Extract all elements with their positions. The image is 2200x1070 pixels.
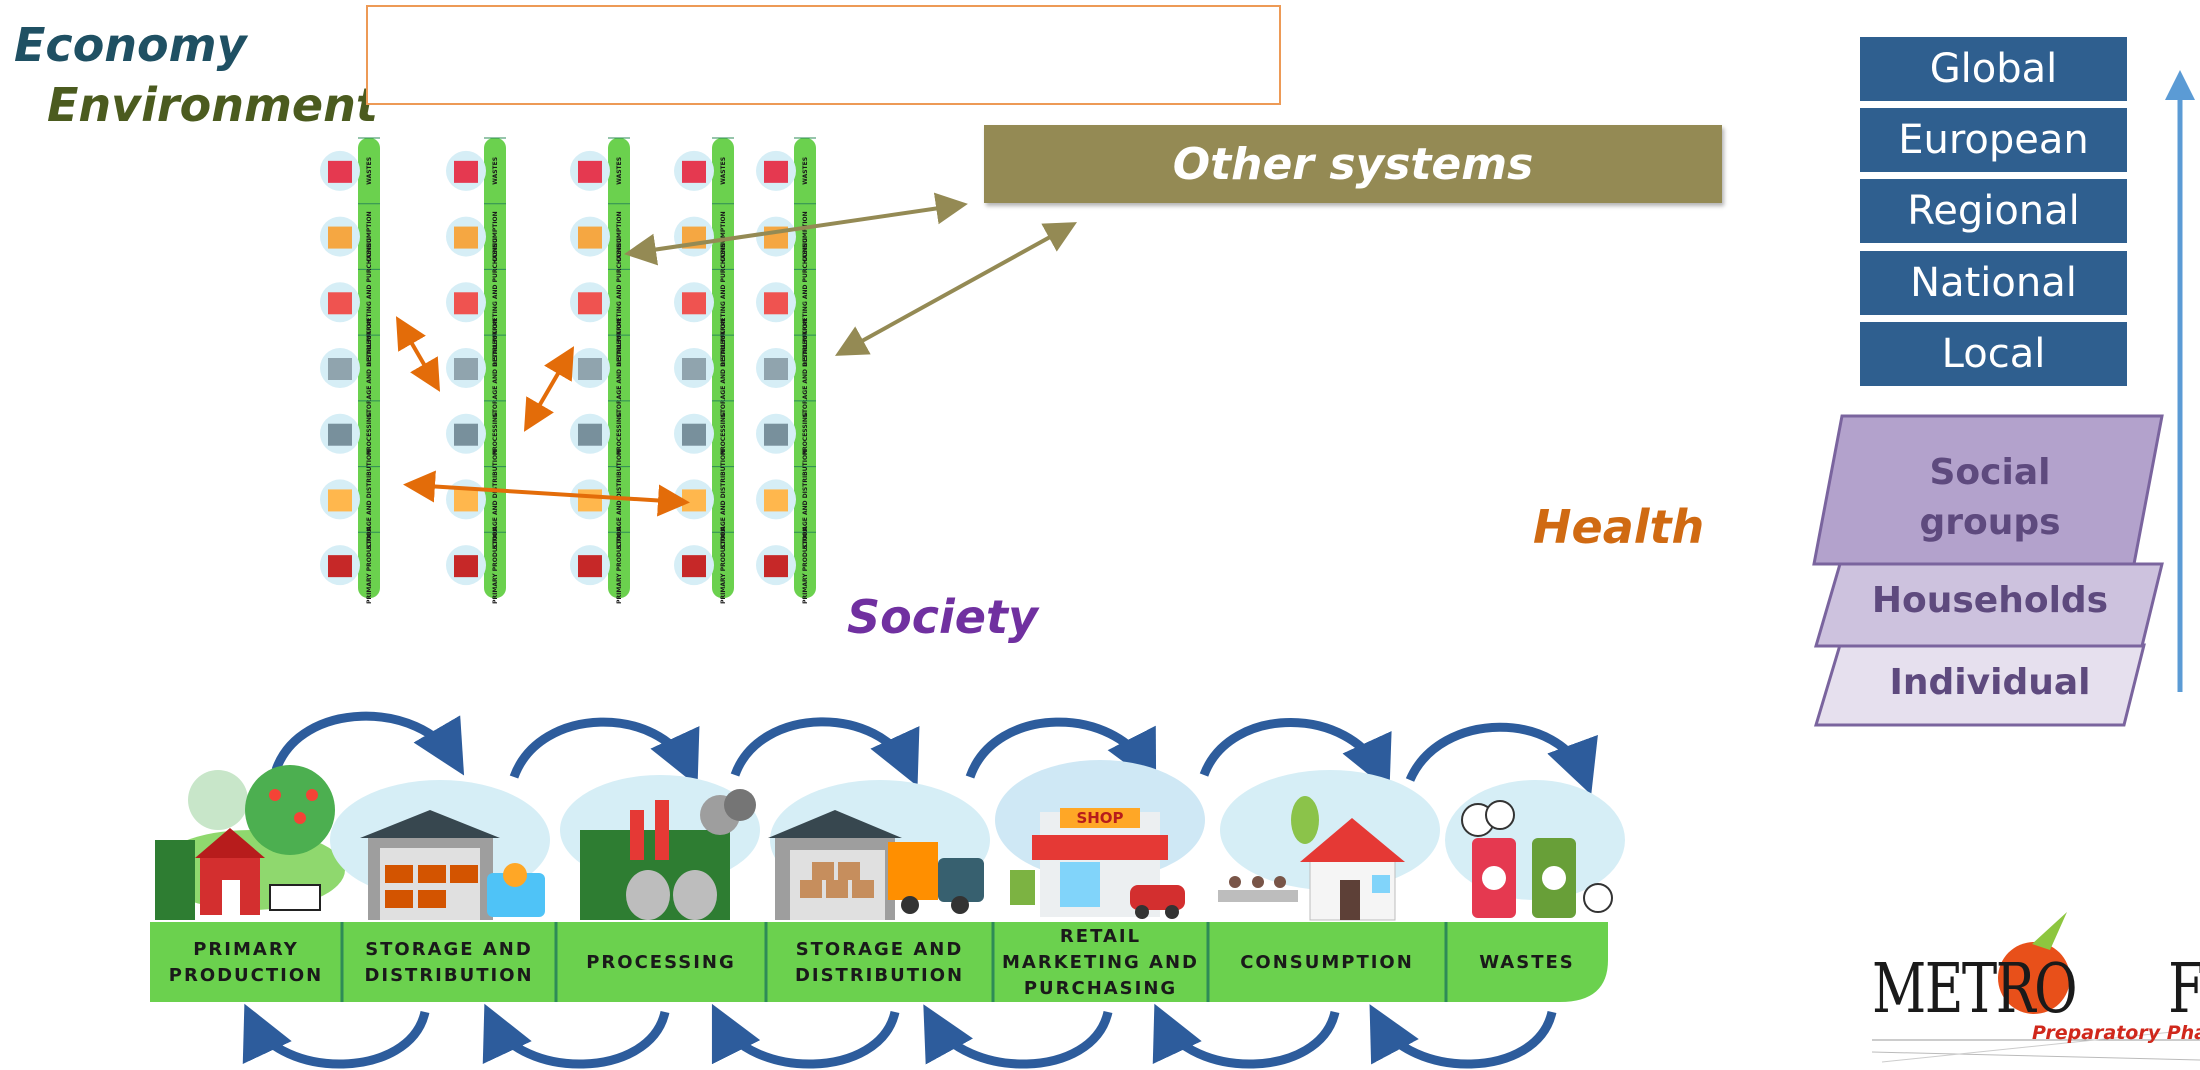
column-stage-label: WASTES xyxy=(366,157,373,185)
column-stage-label: CONSUMPTION xyxy=(616,211,623,262)
retail-illustration: SHOP xyxy=(995,760,1205,919)
scale-label: Local xyxy=(1941,331,2046,377)
column-stage-label: PRIMARY PRODUCTION xyxy=(492,526,499,603)
column-stage-label: STORAGE AND DISTRIBUTION xyxy=(802,450,809,549)
column-stage-label: STORAGE AND DISTRIBUTION xyxy=(720,450,727,549)
shop-sign-text: SHOP xyxy=(1076,809,1123,827)
social-groups-shape xyxy=(1812,414,2164,566)
column-stage-label: CONSUMPTION xyxy=(492,211,499,262)
other-systems-label: Other systems xyxy=(1172,138,1534,190)
stage-label: PROCESSING xyxy=(586,952,736,973)
flow-arrow-bottom-4 xyxy=(923,1004,1113,1069)
society-label: Society xyxy=(847,590,1038,644)
column-stage-label: PRIMARY PRODUCTION xyxy=(802,526,809,603)
logo-text-right: FOOD xyxy=(2168,950,2200,1029)
flow-arrow-top-5 xyxy=(1199,718,1392,792)
stage-label: WASTES xyxy=(1479,952,1574,973)
scale-label: Regional xyxy=(1907,188,2080,234)
column-stage-label: STORAGE AND DISTRIBUTION xyxy=(366,319,373,418)
flow-arrow-top-1 xyxy=(271,711,465,776)
column-stage-label: WASTES xyxy=(802,157,809,185)
scale-box-local: Local xyxy=(1860,322,2127,386)
metrofood-logo: METRO FOOD Preparatory Phase xyxy=(1872,912,2200,1070)
column-stage-label: CONSUMPTION xyxy=(366,211,373,262)
social-groups-label: Social groups xyxy=(1919,452,2061,543)
column-stage-label: PRIMARY PRODUCTION xyxy=(616,526,623,603)
flow-arrow-bottom-1 xyxy=(242,1003,430,1069)
logo-subtitle: Preparatory Phase xyxy=(2032,1022,2200,1044)
column-stage-label: PROCESSING xyxy=(492,412,499,455)
column-stage-label: STORAGE AND DISTRIBUTION xyxy=(802,319,809,418)
logo-wordmark: METRO FOOD xyxy=(1872,950,2200,1029)
scale-label: National xyxy=(1910,260,2077,306)
column-stage-label: STORAGE AND DISTRIBUTION xyxy=(366,450,373,549)
individual-label: Individual xyxy=(1889,662,2091,703)
column-stage-label: STORAGE AND DISTRIBUTION xyxy=(720,319,727,418)
scale-label: European xyxy=(1898,117,2089,163)
scale-box-national: National xyxy=(1860,251,2127,315)
scale-label: Global xyxy=(1929,46,2058,92)
supply-chain-banner xyxy=(150,922,1608,1002)
storage-distribution-illustration-2 xyxy=(768,780,990,920)
column-stage-label: RETAIL MARKETING AND PURCHASING xyxy=(366,238,373,367)
stage-label: CONSUMPTION xyxy=(1240,952,1414,973)
processing-illustration xyxy=(560,775,760,920)
environment-label: Environment xyxy=(47,78,378,132)
olive-double-arrow-1 xyxy=(624,192,968,266)
column-stage-label: PRIMARY PRODUCTION xyxy=(720,526,727,603)
flow-arrow-top-3 xyxy=(730,717,920,787)
orange-double-arrow-2 xyxy=(523,346,575,432)
logo-text-left: METRO xyxy=(1872,950,2078,1029)
flow-arrow-bottom-2 xyxy=(482,1003,670,1069)
health-label: Health xyxy=(1533,500,1705,554)
column-stage-label: PROCESSING xyxy=(616,412,623,455)
column-stage-label: PROCESSING xyxy=(720,412,727,455)
logo-graphic xyxy=(1872,912,2200,1063)
orange-double-arrow-3 xyxy=(403,470,690,517)
column-stage-label: RETAIL MARKETING AND PURCHASING xyxy=(616,238,623,367)
column-stage-label: STORAGE AND DISTRIBUTION xyxy=(492,319,499,418)
orange-double-arrow-1 xyxy=(395,316,441,392)
flow-arrow-bottom-6 xyxy=(1369,1004,1557,1069)
flow-arrow-top-6 xyxy=(1405,722,1598,795)
column-stage-label: RETAIL MARKETING AND PURCHASING xyxy=(720,238,727,367)
column-stage-label: STORAGE AND DISTRIBUTION xyxy=(616,319,623,418)
storage-distribution-illustration-1 xyxy=(330,780,550,920)
flow-arrow-bottom-3 xyxy=(711,1003,900,1069)
olive-double-arrow-2 xyxy=(834,222,1078,356)
wastes-illustration xyxy=(1445,780,1625,918)
column-stage-label: WASTES xyxy=(720,157,727,185)
empty-text-box xyxy=(366,5,1281,105)
column-stage-label: PROCESSING xyxy=(802,412,809,455)
flow-arrow-top-2 xyxy=(509,717,700,787)
column-stage-label: RETAIL MARKETING AND PURCHASING xyxy=(492,238,499,367)
primary-production-illustration xyxy=(155,765,345,920)
consumption-illustration xyxy=(1218,770,1440,921)
column-stage-label: WASTES xyxy=(616,157,623,185)
flow-arrow-top-4 xyxy=(965,717,1157,787)
column-stage-label: PRIMARY PRODUCTION xyxy=(366,526,373,603)
households-label: Households xyxy=(1871,580,2109,621)
column-stage-label: RETAIL MARKETING AND PURCHASING xyxy=(802,238,809,367)
other-systems-banner: Other systems xyxy=(984,125,1722,203)
column-stage-label: WASTES xyxy=(492,157,499,185)
scale-box-european: European xyxy=(1860,108,2127,172)
column-stage-label: PROCESSING xyxy=(366,412,373,455)
scale-box-regional: Regional xyxy=(1860,179,2127,243)
flow-arrow-bottom-5 xyxy=(1152,1003,1340,1069)
scale-box-global: Global xyxy=(1860,37,2127,101)
economy-label: Economy xyxy=(14,18,247,72)
